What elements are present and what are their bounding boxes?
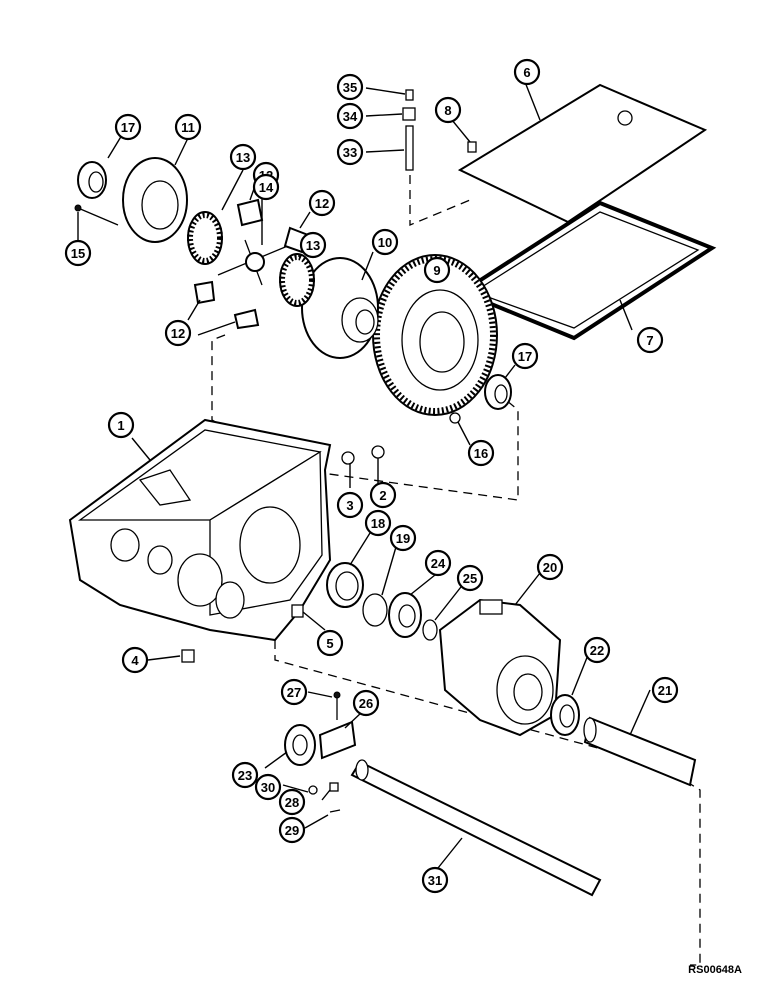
- svg-text:17: 17: [518, 349, 532, 364]
- callout-12-bottom: 12: [164, 319, 192, 347]
- callout-17-left: 17: [114, 113, 142, 141]
- svg-text:33: 33: [343, 145, 357, 160]
- callout-24: 24: [424, 549, 452, 577]
- differential-housing: [122, 157, 188, 243]
- callout-20: 20: [536, 553, 564, 581]
- svg-text:22: 22: [590, 643, 604, 658]
- callout-16: 16: [467, 439, 495, 467]
- callout-13-left: 13: [229, 143, 257, 171]
- callout-35: 35: [336, 73, 364, 101]
- svg-text:2: 2: [379, 488, 386, 503]
- svg-text:20: 20: [543, 560, 557, 575]
- stud-nut-fitting: [402, 89, 416, 171]
- callout-5: 5: [316, 629, 344, 657]
- fittings-4-5: [181, 604, 304, 663]
- callout-14: 14: [252, 173, 280, 201]
- differential-carrier: [301, 257, 379, 359]
- axle-shaft: [583, 716, 697, 787]
- ring-gear: [372, 254, 498, 416]
- svg-text:30: 30: [261, 780, 275, 795]
- svg-text:31: 31: [428, 873, 442, 888]
- bearing-upper-left: [77, 161, 107, 199]
- svg-text:10: 10: [378, 235, 392, 250]
- callout-15: 15: [64, 239, 92, 267]
- svg-text:7: 7: [646, 333, 653, 348]
- svg-text:15: 15: [71, 246, 85, 261]
- callout-12-right: 12: [308, 189, 336, 217]
- callout-8: 8: [434, 96, 462, 124]
- callout-19: 19: [389, 524, 417, 552]
- callout-26: 26: [352, 689, 380, 717]
- axle-seal-bearing-set: [326, 562, 438, 641]
- callout-11: 11: [174, 113, 202, 141]
- svg-text:17: 17: [121, 120, 135, 135]
- callout-10: 10: [371, 228, 399, 256]
- gasket: [457, 200, 717, 341]
- callout-18: 18: [364, 509, 392, 537]
- svg-text:35: 35: [343, 80, 357, 95]
- svg-text:13: 13: [306, 238, 320, 253]
- svg-text:29: 29: [285, 823, 299, 838]
- callout-29: 29: [278, 816, 306, 844]
- callout-33: 33: [336, 138, 364, 166]
- callout-21: 21: [651, 676, 679, 704]
- svg-text:21: 21: [658, 683, 672, 698]
- cover-plate: [457, 83, 708, 224]
- svg-text:25: 25: [463, 571, 477, 586]
- pins: [308, 782, 341, 813]
- callouts: 1 2 3 4 5 6 7 8 9 10 11 12 12 12 12 13 1…: [64, 58, 679, 894]
- callout-2: 2: [369, 481, 397, 509]
- svg-text:14: 14: [259, 180, 274, 195]
- svg-text:28: 28: [285, 795, 299, 810]
- svg-text:13: 13: [236, 150, 250, 165]
- svg-text:9: 9: [433, 263, 440, 278]
- svg-text:12: 12: [315, 196, 329, 211]
- svg-text:16: 16: [474, 446, 488, 461]
- svg-text:11: 11: [181, 120, 195, 135]
- callout-28: 28: [278, 788, 306, 816]
- spider-cross: [217, 239, 291, 286]
- callout-25: 25: [456, 564, 484, 592]
- callout-27: 27: [280, 678, 308, 706]
- svg-text:1: 1: [117, 418, 124, 433]
- axle-housing: [438, 598, 562, 737]
- callout-17-right: 17: [511, 342, 539, 370]
- callout-9: 9: [423, 256, 451, 284]
- svg-text:8: 8: [444, 103, 451, 118]
- bolt-15: [74, 204, 119, 226]
- callout-1: 1: [107, 411, 135, 439]
- screw-8: [467, 141, 477, 153]
- small-hardware: [341, 412, 461, 465]
- svg-text:19: 19: [396, 531, 410, 546]
- svg-text:18: 18: [371, 516, 385, 531]
- svg-text:27: 27: [287, 685, 301, 700]
- callout-23: 23: [231, 761, 259, 789]
- callout-31: 31: [421, 866, 449, 894]
- callout-13-right: 13: [299, 231, 327, 259]
- callout-22: 22: [583, 636, 611, 664]
- svg-text:6: 6: [523, 65, 530, 80]
- axle-seal: [550, 694, 580, 736]
- svg-text:4: 4: [131, 653, 139, 668]
- callout-30: 30: [254, 773, 282, 801]
- transmission-housing: [68, 418, 332, 642]
- svg-text:26: 26: [359, 696, 373, 711]
- reference-code: RS00648A: [688, 964, 742, 976]
- side-gears: [187, 211, 315, 307]
- callout-34: 34: [336, 102, 364, 130]
- svg-text:5: 5: [326, 636, 333, 651]
- callout-3: 3: [336, 491, 364, 519]
- svg-text:3: 3: [346, 498, 353, 513]
- callout-7: 7: [636, 326, 664, 354]
- coupling-sleeve: [284, 691, 357, 766]
- callout-6: 6: [513, 58, 541, 86]
- svg-text:23: 23: [238, 768, 252, 783]
- long-shaft: [350, 759, 602, 897]
- svg-text:34: 34: [343, 109, 358, 124]
- svg-text:24: 24: [431, 556, 446, 571]
- callout-4: 4: [121, 646, 149, 674]
- bearing-right: [484, 374, 512, 410]
- svg-text:12: 12: [171, 326, 185, 341]
